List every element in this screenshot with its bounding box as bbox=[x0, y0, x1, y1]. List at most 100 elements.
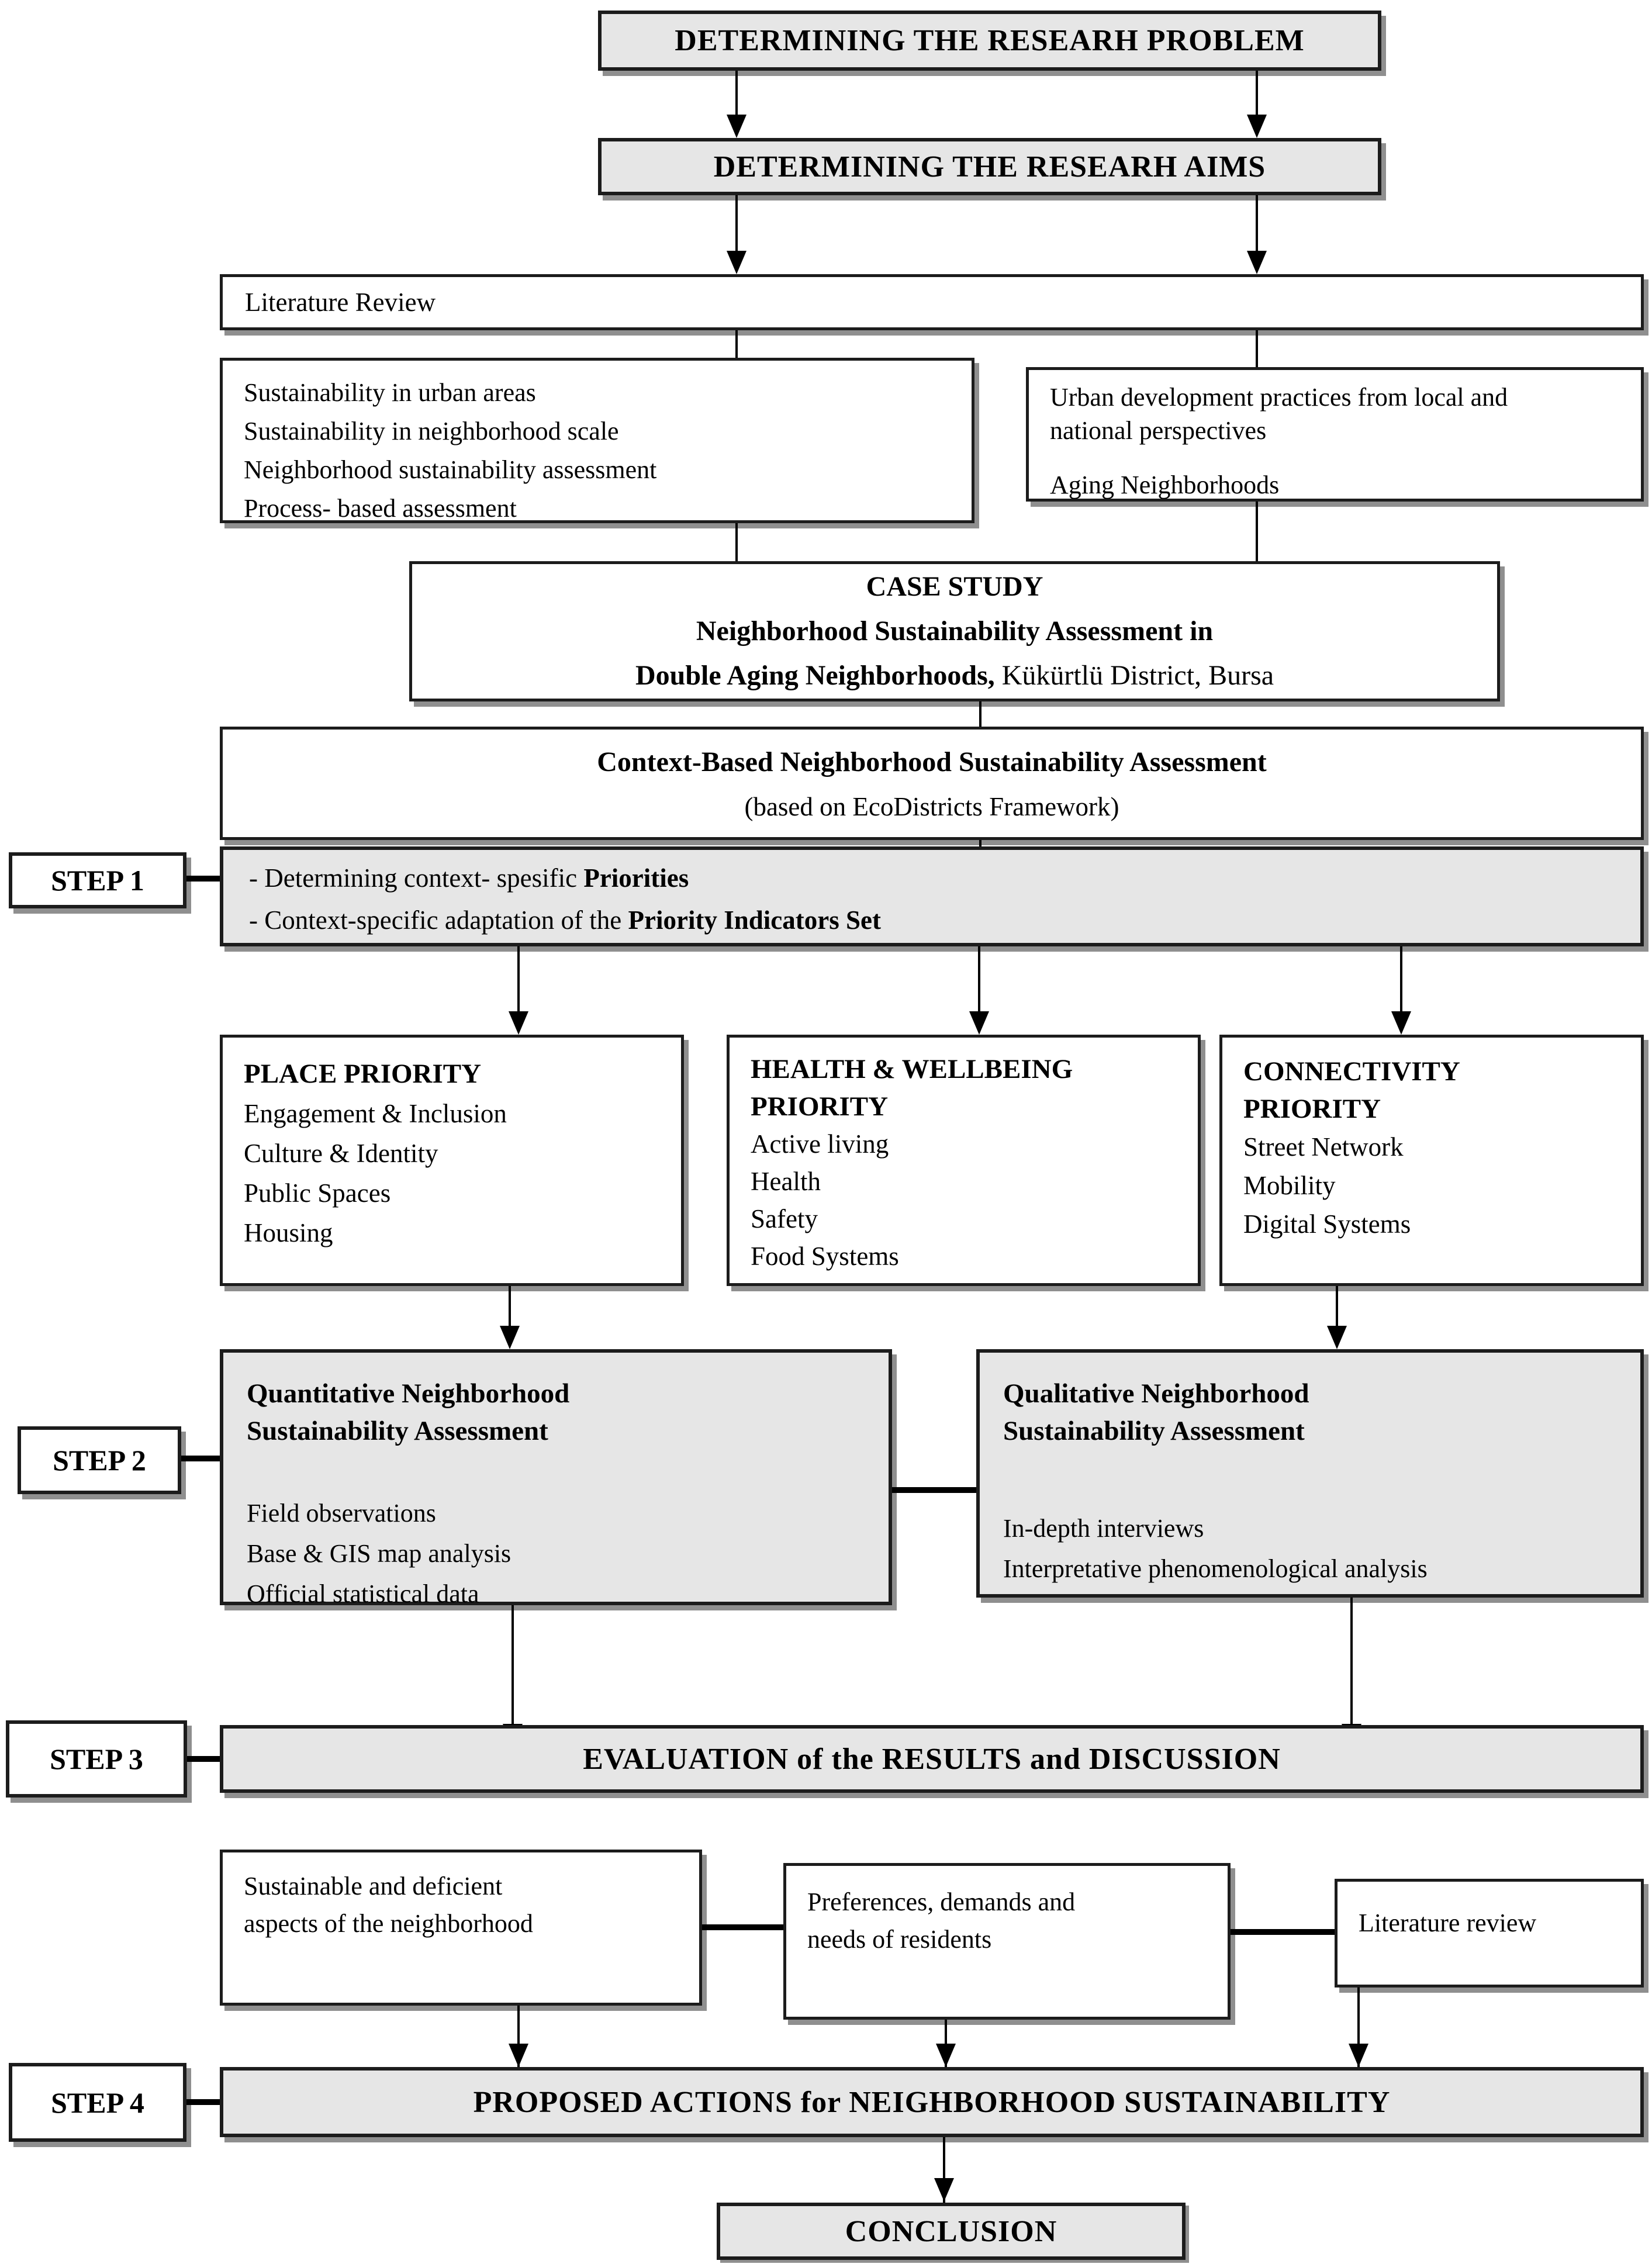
context-based-line1: Context-Based Neighborhood Sustainabilit… bbox=[597, 746, 1267, 777]
box-literature-review: Literature Review bbox=[220, 274, 1644, 330]
step2-label: STEP 2 bbox=[53, 1444, 146, 1477]
arrow-step1-to-connectivity bbox=[1400, 946, 1402, 1012]
sustainable-aspects-line: aspects of the neighborhood bbox=[244, 1909, 533, 1938]
context-based-line2: (based on EcoDistricts Framework) bbox=[744, 792, 1119, 821]
arrow-place-to-quantitative bbox=[509, 1286, 511, 1327]
place-priority-title: PLACE PRIORITY bbox=[244, 1059, 482, 1089]
quantitative-title-line1: Quantitative Neighborhood bbox=[247, 1378, 570, 1409]
conclusion-label: CONCLUSION bbox=[845, 2214, 1057, 2248]
arrow-aspects-to-actions bbox=[517, 2006, 520, 2067]
box-lit-topics-right: Urban development practices from local a… bbox=[1026, 367, 1644, 502]
connector-step4-label bbox=[186, 2099, 220, 2105]
box-context-based: Context-Based Neighborhood Sustainabilit… bbox=[220, 727, 1644, 840]
box-proposed-actions: PROPOSED ACTIONS for NEIGHBORHOOD SUSTAI… bbox=[220, 2067, 1644, 2137]
lit-topic-line: national perspectives bbox=[1050, 416, 1267, 445]
proposed-actions-label: PROPOSED ACTIONS for NEIGHBORHOOD SUSTAI… bbox=[473, 2085, 1391, 2119]
case-study-line3-bold: Double Aging Neighborhoods, bbox=[635, 660, 995, 691]
box-health-priority: HEALTH & WELLBEING PRIORITY Active livin… bbox=[727, 1035, 1201, 1286]
connector-step1-label bbox=[186, 876, 220, 882]
qualitative-title-line1: Qualitative Neighborhood bbox=[1003, 1378, 1309, 1409]
arrow-litreview-to-actions-head bbox=[1349, 2044, 1368, 2067]
quantitative-title-line2: Sustainability Assessment bbox=[247, 1416, 548, 1446]
step1-line1-prefix: - Determining context- spesific bbox=[249, 863, 584, 893]
box-preferences: Preferences, demands and needs of reside… bbox=[783, 1863, 1231, 2020]
box-case-study: CASE STUDY Neighborhood Sustainability A… bbox=[409, 561, 1500, 701]
line-litreview-to-topics-left bbox=[735, 330, 738, 358]
connectivity-priority-title-line1: CONNECTIVITY bbox=[1243, 1056, 1460, 1087]
preferences-line: needs of residents bbox=[807, 1925, 992, 1954]
step1-line2-prefix: - Context-specific adaptation of the bbox=[249, 905, 628, 935]
box-lit-topics-left: Sustainability in urban areas Sustainabi… bbox=[220, 358, 974, 523]
case-study-line2: Neighborhood Sustainability Assessment i… bbox=[696, 616, 1214, 647]
arrow-problem-to-aims-right bbox=[1256, 71, 1258, 116]
lit-topic-line: Process- based assessment bbox=[244, 494, 517, 523]
arrow-connectivity-to-qualitative bbox=[1336, 1286, 1338, 1327]
priority-item: Food Systems bbox=[751, 1242, 899, 1271]
arrow-problem-to-aims-left bbox=[735, 71, 738, 116]
arrow-preferences-to-actions-head bbox=[936, 2044, 956, 2067]
arrow-step1-to-health-head bbox=[969, 1011, 989, 1035]
connector-aspects-preferences bbox=[702, 1924, 783, 1930]
arrow-aims-to-litreview-left-head bbox=[727, 251, 746, 274]
box-sustainable-aspects: Sustainable and deficient aspects of the… bbox=[220, 1850, 702, 2006]
priority-item: Health bbox=[751, 1167, 821, 1196]
priority-item: Culture & Identity bbox=[244, 1139, 438, 1168]
priority-item: Safety bbox=[751, 1204, 818, 1233]
step4-label: STEP 4 bbox=[51, 2086, 144, 2119]
step1-line2-bold: Priority Indicators Set bbox=[628, 905, 881, 935]
arrow-actions-to-conclusion-head bbox=[934, 2178, 954, 2201]
line-litreview-to-topics-right bbox=[1256, 330, 1258, 367]
sustainable-aspects-line: Sustainable and deficient bbox=[244, 1872, 503, 1900]
literature-review-small-label: Literature review bbox=[1359, 1909, 1537, 1937]
box-quantitative: Quantitative Neighborhood Sustainability… bbox=[220, 1349, 892, 1608]
box-place-priority: PLACE PRIORITY Engagement & Inclusion Cu… bbox=[220, 1035, 684, 1286]
step3-label-box: STEP 3 bbox=[6, 1720, 187, 1798]
box-connectivity-priority: CONNECTIVITY PRIORITY Street Network Mob… bbox=[1219, 1035, 1644, 1286]
step1-label-box: STEP 1 bbox=[9, 852, 186, 908]
arrow-aims-to-litreview-left bbox=[735, 195, 738, 252]
box-research-aims: DETERMINING THE RESEARH AIMS bbox=[598, 138, 1381, 195]
health-priority-title-line2: PRIORITY bbox=[751, 1091, 889, 1122]
evaluation-label: EVALUATION of the RESULTS and DISCUSSION bbox=[583, 1742, 1281, 1776]
arrow-connectivity-to-qualitative-head bbox=[1327, 1326, 1347, 1349]
priority-item: Public Spaces bbox=[244, 1178, 391, 1208]
arrow-litreview-to-actions bbox=[1357, 1988, 1360, 2067]
arrow-step1-to-connectivity-head bbox=[1391, 1011, 1411, 1035]
arrow-qualitative-to-evaluation bbox=[1350, 1598, 1353, 1725]
qualitative-item: Interpretative phenomenological analysis bbox=[1003, 1554, 1428, 1583]
arrow-problem-to-aims-right-head bbox=[1247, 115, 1267, 138]
connectivity-priority-title-line2: PRIORITY bbox=[1243, 1094, 1381, 1124]
qualitative-title-line2: Sustainability Assessment bbox=[1003, 1416, 1305, 1446]
health-priority-title-line1: HEALTH & WELLBEING bbox=[751, 1054, 1073, 1084]
arrow-aims-to-litreview-right-head bbox=[1247, 251, 1267, 274]
lit-topic-line: Sustainability in urban areas bbox=[244, 378, 536, 407]
arrow-aims-to-litreview-right bbox=[1256, 195, 1258, 252]
box-qualitative: Qualitative Neighborhood Sustainability … bbox=[976, 1349, 1644, 1598]
priority-item: Mobility bbox=[1243, 1171, 1336, 1200]
arrow-step1-to-health bbox=[978, 946, 980, 1012]
lit-topic-line: Urban development practices from local a… bbox=[1050, 383, 1508, 412]
case-study-title: CASE STUDY bbox=[866, 571, 1043, 602]
line-topics-left-to-casestudy bbox=[735, 523, 738, 561]
lit-topic-line: Neighborhood sustainability assessment bbox=[244, 455, 657, 484]
case-study-line3: Double Aging Neighborhoods, Kükürtlü Dis… bbox=[635, 654, 1274, 698]
case-study-line3-regular: Kükürtlü District, Bursa bbox=[994, 660, 1274, 691]
lit-topic-line: Sustainability in neighborhood scale bbox=[244, 417, 619, 445]
step3-label: STEP 3 bbox=[50, 1743, 143, 1775]
research-problem-label: DETERMINING THE RESEARH PROBLEM bbox=[675, 24, 1305, 57]
arrow-place-to-quantitative-head bbox=[500, 1326, 520, 1349]
line-contextbased-to-step1 bbox=[979, 840, 981, 846]
quantitative-item: Official statistical data bbox=[247, 1579, 479, 1608]
preferences-line: Preferences, demands and bbox=[807, 1888, 1076, 1916]
arrow-step1-to-place bbox=[517, 946, 520, 1012]
step1-line1-bold: Priorities bbox=[583, 863, 689, 893]
connector-step3-label bbox=[187, 1756, 220, 1762]
priority-item: Housing bbox=[244, 1218, 333, 1247]
arrow-problem-to-aims-left-head bbox=[727, 115, 746, 138]
box-conclusion: CONCLUSION bbox=[717, 2203, 1186, 2260]
line-topics-right-to-casestudy bbox=[1256, 502, 1258, 561]
quantitative-item: Field observations bbox=[247, 1499, 436, 1527]
literature-review-label: Literature Review bbox=[245, 288, 436, 317]
arrow-actions-to-conclusion bbox=[943, 2137, 945, 2203]
